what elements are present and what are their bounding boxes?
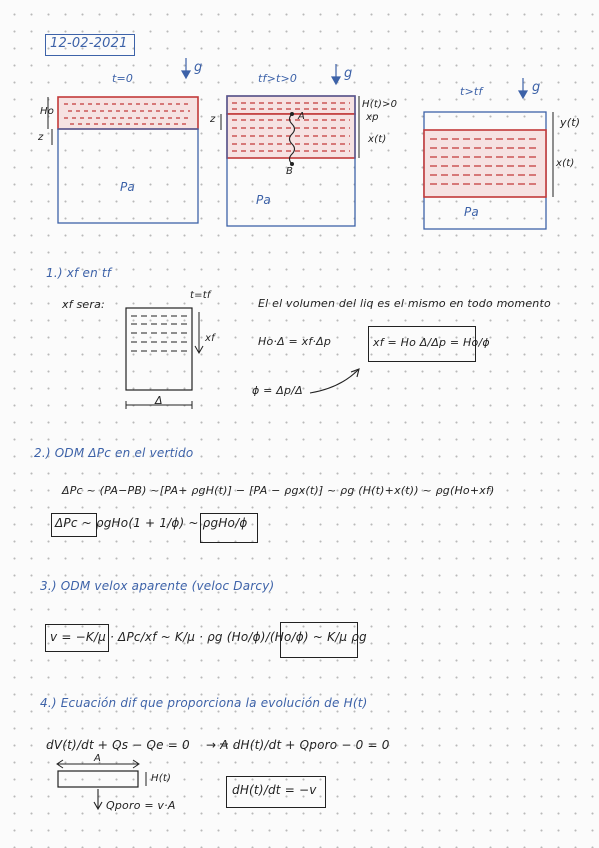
label-xt-3: x(t) [556, 158, 575, 169]
label-ht: H(t)>0 [362, 99, 398, 110]
section2-box-left [51, 513, 97, 537]
section3-eq1: v = −K/μ · ΔPc/xf ~ K/μ · ρg (Ho/ϕ)/(Ho/… [50, 630, 367, 644]
tank-1 [47, 96, 199, 224]
section1-title: 1.) xf en tf [46, 266, 112, 280]
label-h0: Ho [40, 106, 55, 117]
section4-ht-label: H(t) [151, 773, 172, 784]
section2-box-right [200, 513, 258, 543]
label-pa-1: Pa [120, 180, 135, 194]
tank-3 [423, 111, 554, 230]
date-box [45, 34, 135, 56]
label-xp: xp [366, 112, 379, 123]
label-g-1: g [194, 60, 203, 75]
label-xt-2: x(t) [368, 134, 387, 145]
section4-eq2: → A dH(t)/dt + Qporo − 0 = 0 [206, 738, 390, 752]
section2-title: 2.) ODM ΔPc en el vertido [34, 446, 194, 460]
section1-result-box [368, 326, 476, 362]
label-pa-2: Pa [256, 193, 271, 207]
section3-box-right [280, 622, 358, 658]
section1-sentence: El el volumen del liq es el mismo en tod… [258, 297, 551, 310]
section1-tank [125, 307, 360, 409]
section4-eq3: dH(t)/dt = −v [232, 783, 317, 797]
section4-eq1: dV(t)/dt + Qs − Qe = 0 [46, 738, 190, 752]
section1-eq2: xf = Ho Δ/Δp = Ho/ϕ [373, 336, 490, 349]
label-pa-3: Pa [464, 205, 479, 219]
section1-t-eq-tf: t=tf [190, 290, 211, 301]
section1-eq3: ϕ = Δp/Δ [252, 384, 303, 397]
label-z-2: z [210, 114, 216, 125]
section4-qporo: Qporo = v·A [106, 799, 176, 812]
label-a-point: A [298, 111, 306, 122]
section4-a-label: A [94, 753, 102, 764]
section1-xf-label: xf [205, 333, 215, 344]
section4-title: 4.) Ecuación dif que proporciona la evol… [40, 696, 368, 710]
section2-eq1: ΔPc ~ (PA−PB) ~[PA+ ρgH(t)] − [PA − ρgx(… [62, 484, 495, 497]
label-t-end: t>tf [460, 85, 483, 98]
label-g-3: g [532, 80, 541, 95]
label-z-1: z [38, 132, 44, 143]
date-label: 12-02-2021 [50, 36, 128, 51]
section1-eq1: Ho·Δ = xf·Δp [258, 335, 332, 348]
section4-result-box [226, 776, 326, 808]
section3-title: 3.) ODM velox aparente (veloc Darcy) [40, 579, 275, 593]
section3-box-left [45, 624, 109, 652]
section1-delta: Δ [155, 394, 163, 407]
section4-diagram [56, 743, 228, 811]
label-yt: y(t) [560, 116, 581, 129]
label-g-2: g [344, 66, 353, 81]
section2-eq2: ΔPc ~ ρgHo(1 + 1/ϕ) ~ ρgHo/ϕ [55, 516, 248, 530]
label-t0: t=0 [112, 72, 134, 85]
label-b-point: B [286, 166, 294, 177]
label-t-mid: tf>t>0 [258, 72, 298, 85]
section1-xf-sera: xf sera: [62, 298, 105, 311]
tank-2 [220, 95, 360, 227]
